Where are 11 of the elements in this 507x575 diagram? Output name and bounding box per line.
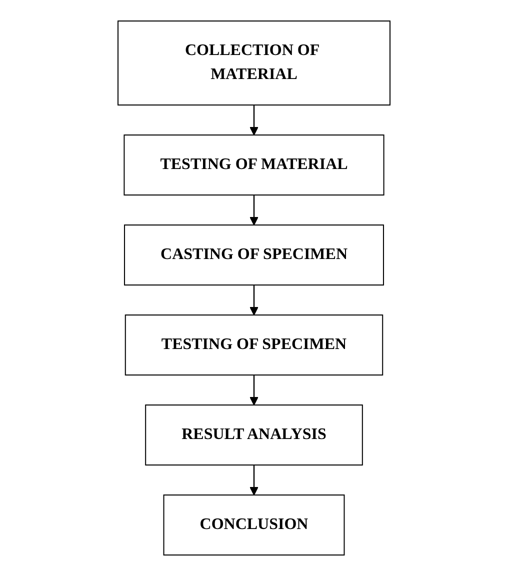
node-box: TESTING OF SPECIMEN (124, 314, 383, 375)
arrow (249, 194, 258, 225)
arrow (249, 284, 258, 315)
arrow (249, 104, 258, 135)
arrow (249, 464, 258, 495)
node-box: CASTING OF SPECIMEN (124, 224, 384, 285)
node-box: COLLECTION OF MATERIAL (117, 20, 390, 105)
arrow (249, 374, 258, 405)
node-box: CONCLUSION (162, 494, 344, 555)
node-box: RESULT ANALYSIS (144, 404, 362, 465)
node-box: TESTING OF MATERIAL (123, 134, 384, 195)
